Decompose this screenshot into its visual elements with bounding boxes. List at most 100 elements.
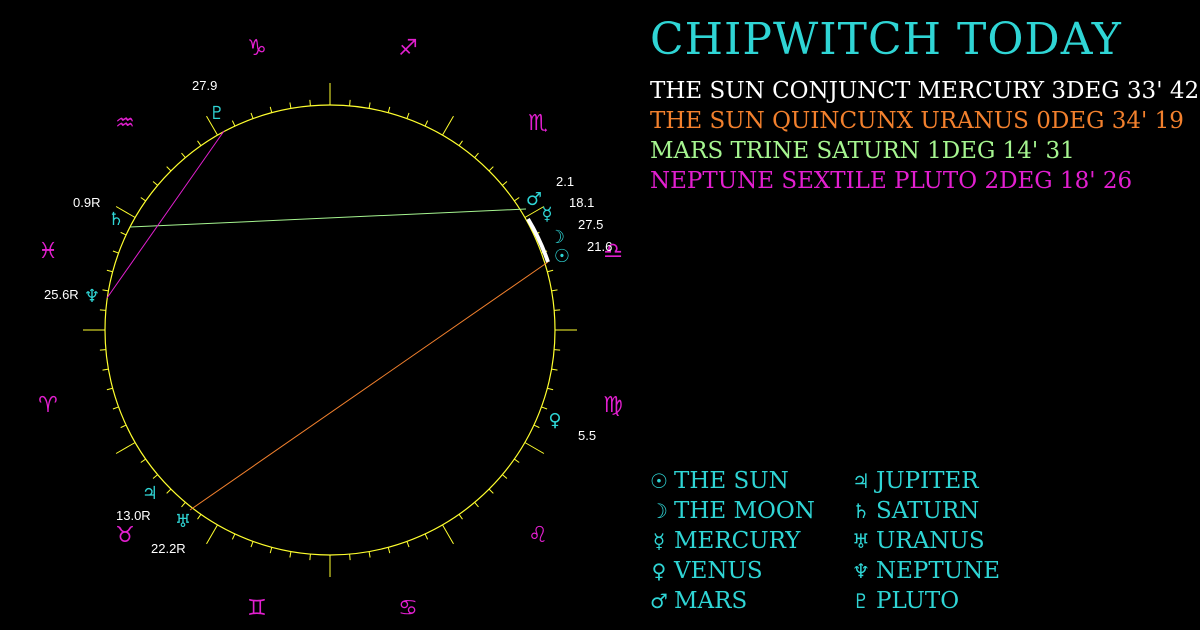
major-tick [524,442,545,454]
minor-tick [250,112,254,119]
moon-icon: ☽ [549,227,565,248]
legend-label: MERCURY [674,528,801,554]
aspect-line-4: NEPTUNE SEXTILE PLUTO 2DEG 18' 26 [650,168,1133,194]
minor-tick [152,474,158,479]
minor-tick [349,99,351,106]
minor-tick [112,406,119,410]
legend-item-mercury: ☿ MERCURY [644,526,801,556]
minor-tick [102,368,109,371]
legend-item-venus: ♀ VENUS [644,556,763,586]
zodiac-ring: ♑ ♐ ♏ ♎ ♍ ♌ ♋ ♊ ♉ ♈ ♓ ♒ [38,36,623,621]
minor-tick [387,547,391,554]
wheel-circle [104,104,556,556]
sun-icon: ☉ [554,246,570,267]
legend-item-pluto: ♇ PLUTO [846,586,959,616]
major-tick [115,442,136,454]
mercury-degree-label: 18.1 [569,195,594,210]
minor-tick [250,541,254,548]
mercury-icon: ☿ [541,204,552,225]
aspect-line-2: THE SUN QUINCUNX URANUS 0DEG 34' 19 [650,108,1184,134]
degree-ticks [83,83,577,577]
pisces-icon: ♓ [38,239,58,264]
legend-label: PLUTO [876,588,960,614]
aspect-line-3: MARS TRINE SATURN 1DEG 14' 31 [650,138,1075,164]
minor-tick [152,181,158,186]
scorpio-icon: ♏ [528,111,548,136]
page-title: CHIPWITCH TODAY [650,14,1122,65]
minor-tick [406,541,410,548]
uranus-degree-label: 22.2R [151,541,186,556]
minor-tick [424,533,429,540]
saturn-icon: ♄ [852,499,870,523]
minor-tick [368,551,371,558]
gemini-icon: ♊ [247,596,267,621]
legend-label: THE SUN [674,468,789,494]
minor-tick [502,474,508,479]
planet-glyphs: ♇ ♄ ♆ ♃ ♅ ♂ ☿ ☽ ☉ ♀ [84,103,570,532]
neptune-icon: ♆ [84,286,100,307]
pluto-icon: ♇ [852,589,870,613]
minor-tick [197,140,202,146]
neptune-degree-label: 25.6R [44,287,79,302]
major-tick [115,206,136,218]
minor-tick [551,368,558,371]
legend-item-sun: ☉ THE SUN [644,466,789,496]
legend-label: MARS [674,588,748,614]
minor-tick [514,197,520,202]
minor-tick [231,533,236,540]
major-tick [524,206,545,218]
aspect-line-neptune-pluto [106,130,225,299]
legend-item-moon: ☽ THE MOON [644,496,815,526]
minor-tick [102,289,109,292]
uranus-icon: ♅ [175,511,191,532]
minor-tick [120,424,127,429]
libra-icon: ♎ [603,239,623,264]
major-tick [206,524,218,545]
legend-label: NEPTUNE [876,558,1001,584]
minor-tick [166,488,172,494]
minor-tick [181,152,186,158]
legend-label: URANUS [876,528,985,554]
legend-item-mars: ♂ MARS [644,586,747,616]
legend-label: VENUS [674,558,763,584]
minor-tick [458,514,463,520]
mercury-icon: ☿ [652,529,666,553]
minor-tick [424,120,429,127]
minor-tick [99,349,106,351]
minor-tick [474,152,479,158]
saturn-icon: ♄ [108,209,124,230]
leo-icon: ♌ [528,523,548,548]
major-tick [206,115,218,136]
aspect-line-1: THE SUN CONJUNCT MERCURY 3DEG 33' 42 [650,78,1200,104]
major-tick [442,115,454,136]
saturn-degree-label: 0.9R [73,195,100,210]
venus-icon: ♀ [548,410,561,431]
minor-tick [514,458,520,463]
uranus-icon: ♅ [852,529,870,553]
sagittarius-icon: ♐ [398,36,418,61]
minor-tick [106,269,113,273]
minor-tick [458,140,463,146]
minor-tick [387,106,391,113]
minor-tick [533,424,540,429]
minor-tick [368,102,371,109]
minor-tick [349,554,351,561]
minor-tick [269,547,273,554]
minor-tick [554,309,561,311]
legend-item-jupiter: ♃ JUPITER [846,466,979,496]
aquarius-icon: ♒ [115,111,135,136]
sun-icon: ☉ [650,469,668,493]
minor-tick [112,250,119,254]
minor-tick [231,120,236,127]
minor-tick [547,269,554,273]
minor-tick [406,112,410,119]
venus-icon: ♀ [651,559,667,583]
aspect-lines [106,130,549,511]
legend-item-saturn: ♄ SATURN [846,496,979,526]
aspect-line-sun-uranus [189,261,549,511]
virgo-icon: ♍ [603,393,623,418]
minor-tick [551,289,558,292]
capricorn-icon: ♑ [247,36,267,61]
cancer-icon: ♋ [398,596,418,621]
minor-tick [554,349,561,351]
